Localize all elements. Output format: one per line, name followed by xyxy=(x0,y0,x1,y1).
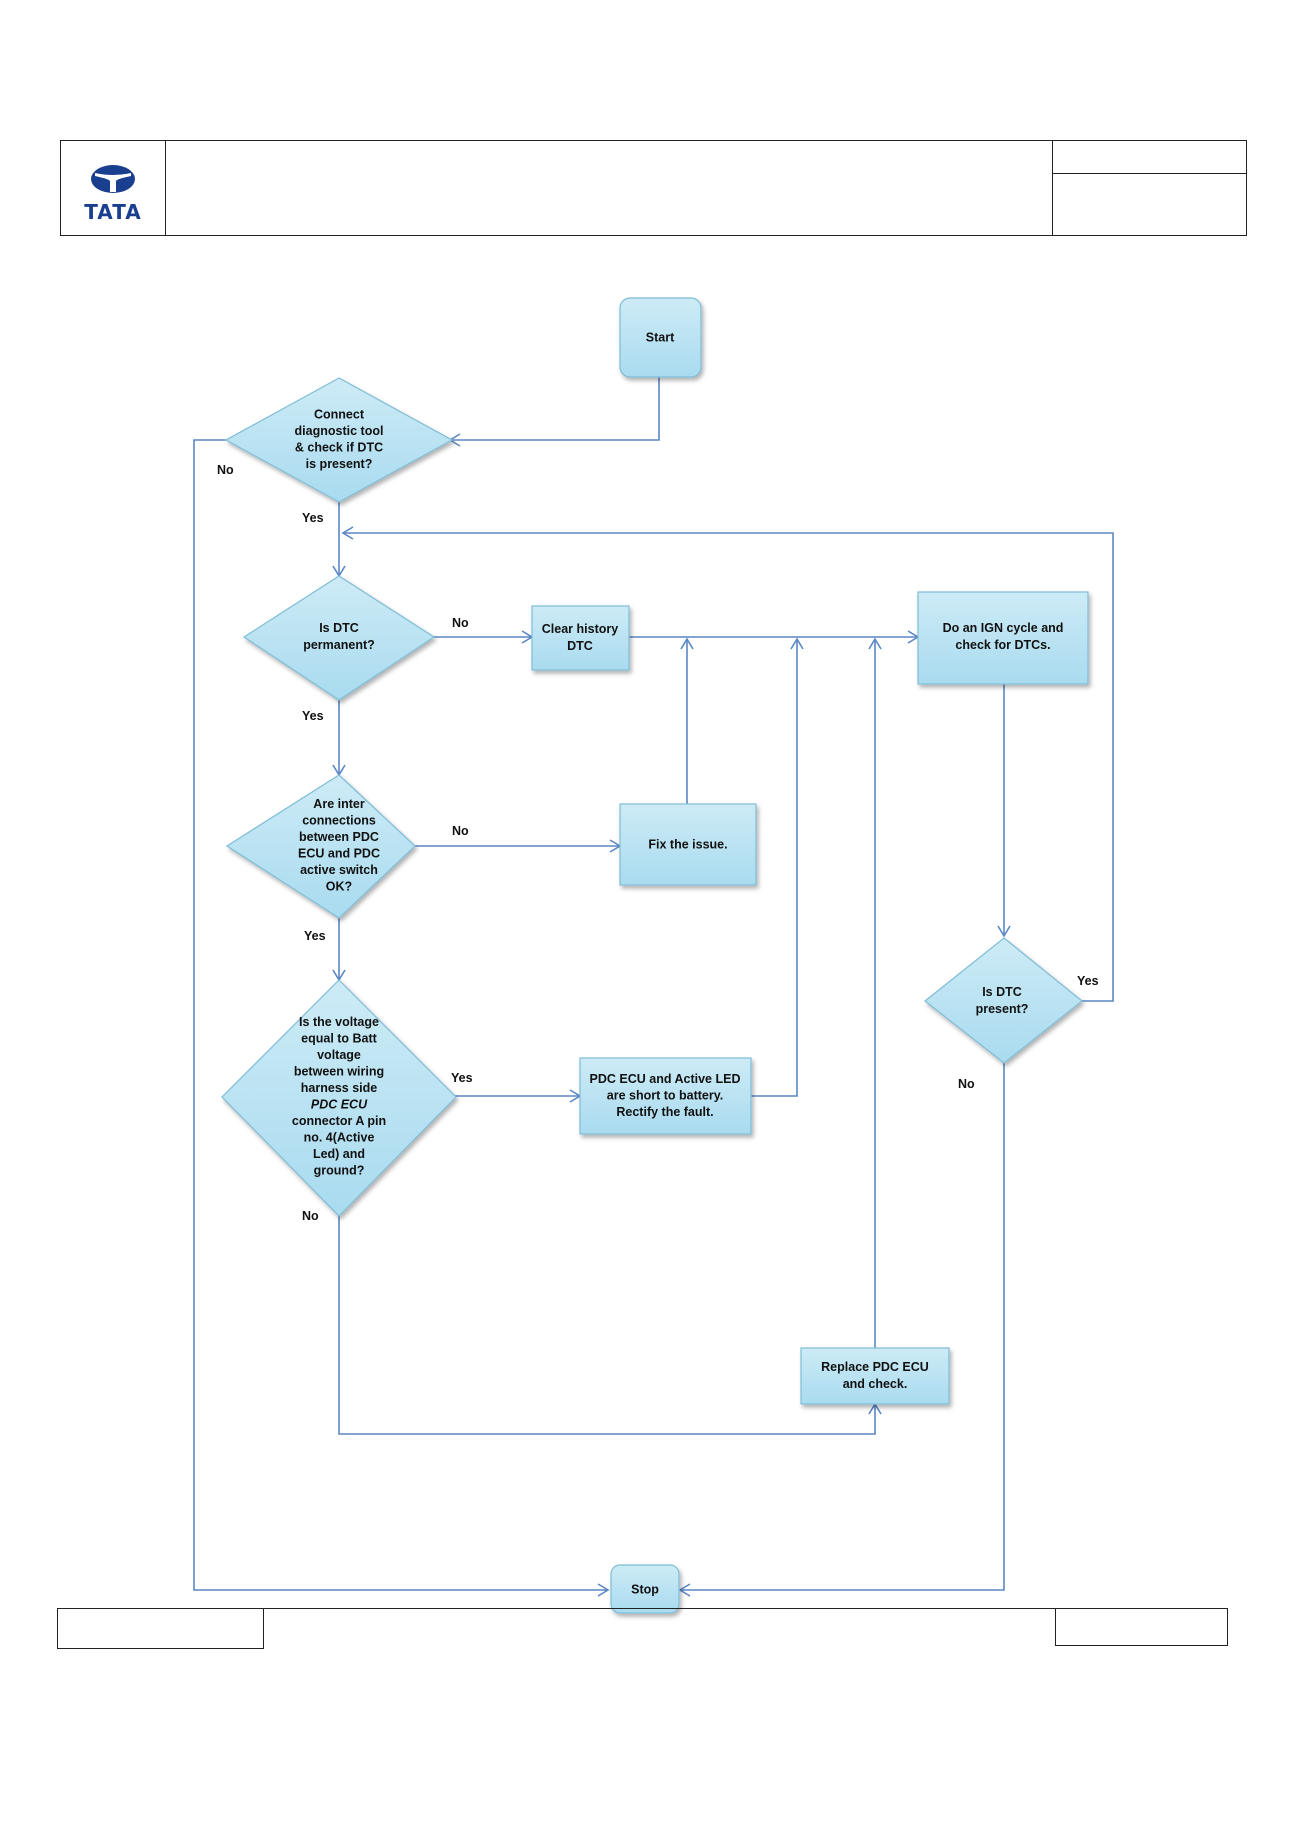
edge-voltage-no-to-replace xyxy=(338,1216,882,1435)
inter-connections-text-line: connections xyxy=(302,814,376,828)
dtc-present-text-line: Is DTC xyxy=(982,985,1022,999)
edge-present-no-to-stop xyxy=(678,1063,1005,1597)
start-text-line: Start xyxy=(646,330,675,344)
footer-rule xyxy=(264,1608,1055,1609)
edge-short-to-ign xyxy=(751,637,804,1097)
replace-ecu-box xyxy=(800,1347,950,1405)
voltage-check-text-line: PDC ECU xyxy=(311,1098,368,1112)
edge-label-voltage-yes: Yes xyxy=(451,1071,473,1085)
dtc-permanent-text-line: Is DTC xyxy=(319,621,359,635)
clear-history-text-line: DTC xyxy=(567,639,593,653)
voltage-check-decision xyxy=(221,979,457,1217)
check-dtc-text-line: & check if DTC xyxy=(295,441,383,455)
edge-label-check-no: No xyxy=(217,463,234,477)
voltage-check-text-line: ground? xyxy=(314,1164,365,1178)
voltage-check-text-line: equal to Batt xyxy=(301,1032,378,1046)
check-dtc-text-line: Connect xyxy=(314,408,365,422)
short-battery-text-line: Rectify the fault. xyxy=(616,1105,713,1119)
ign-cycle-text-line: check for DTCs. xyxy=(955,638,1050,652)
inter-connections-text-line: active switch xyxy=(300,863,378,877)
edge-label-inter-no: No xyxy=(452,824,469,838)
dtc-present-decision xyxy=(924,937,1083,1064)
edge-check-no-to-stop xyxy=(193,439,610,1597)
start-node xyxy=(619,297,702,378)
edge-label-permanent-no: No xyxy=(452,616,469,630)
edge-label-check-yes: Yes xyxy=(302,511,324,525)
voltage-check-text-line: Led) and xyxy=(313,1147,365,1161)
inter-connections-text-line: ECU and PDC xyxy=(298,847,380,861)
header-right-cell xyxy=(1052,141,1246,235)
check-dtc-text-line: is present? xyxy=(306,457,373,471)
stop-text-line: Stop xyxy=(631,1582,659,1596)
fix-issue-text-line: Fix the issue. xyxy=(648,837,727,851)
clear-history-text-line: Clear history xyxy=(542,622,618,636)
edge-present-yes-to-loop xyxy=(341,526,1114,1002)
fix-issue-box xyxy=(619,803,757,886)
ign-cycle-box xyxy=(917,591,1089,685)
edge-label-present-yes: Yes xyxy=(1077,974,1099,988)
voltage-check-text-line: voltage xyxy=(317,1048,361,1062)
tata-logo: TATA xyxy=(84,165,142,224)
check-dtc-decision xyxy=(224,377,454,503)
footer-right-box xyxy=(1055,1608,1228,1646)
edge-start-to-check xyxy=(448,373,660,447)
voltage-check-text-line: no. 4(Active xyxy=(304,1131,375,1145)
ign-cycle-text-line: Do an IGN cycle and xyxy=(943,621,1064,635)
edge-label-permanent-yes: Yes xyxy=(302,709,324,723)
document-header: TATA xyxy=(60,140,1247,236)
voltage-check-text-line: between wiring xyxy=(294,1065,384,1079)
edge-label-inter-yes: Yes xyxy=(304,929,326,943)
logo-cell: TATA xyxy=(61,141,166,235)
inter-connections-text-line: Are inter xyxy=(313,797,365,811)
dtc-permanent-decision xyxy=(242,575,436,701)
short-battery-text-line: are short to battery. xyxy=(607,1088,723,1102)
inter-connections-text-line: OK? xyxy=(326,880,352,894)
dtc-permanent-text-line: permanent? xyxy=(303,638,375,652)
voltage-check-text-line: harness side xyxy=(301,1081,377,1095)
edge-label-present-no: No xyxy=(958,1077,975,1091)
replace-ecu-text-line: Replace PDC ECU xyxy=(821,1360,929,1374)
short-to-battery-box xyxy=(579,1057,752,1135)
inter-connections-decision xyxy=(225,774,416,919)
voltage-check-text-line: Is the voltage xyxy=(299,1015,379,1029)
inter-connections-text-line: between PDC xyxy=(299,830,379,844)
short-battery-text-line: PDC ECU and Active LED xyxy=(590,1072,741,1086)
header-right-top-row xyxy=(1053,141,1246,174)
footer-left-box xyxy=(57,1608,264,1649)
voltage-check-text-line: connector A pin xyxy=(292,1114,386,1128)
logo-wordmark: TATA xyxy=(84,200,142,224)
dtc-present-text-line: present? xyxy=(976,1002,1029,1016)
check-dtc-text-line: diagnostic tool xyxy=(295,424,384,438)
replace-ecu-text-line: and check. xyxy=(843,1377,908,1391)
stop-node xyxy=(610,1564,680,1614)
edge-label-voltage-no: No xyxy=(302,1209,319,1223)
tata-emblem-icon xyxy=(91,165,135,193)
clear-history-box xyxy=(531,605,630,671)
